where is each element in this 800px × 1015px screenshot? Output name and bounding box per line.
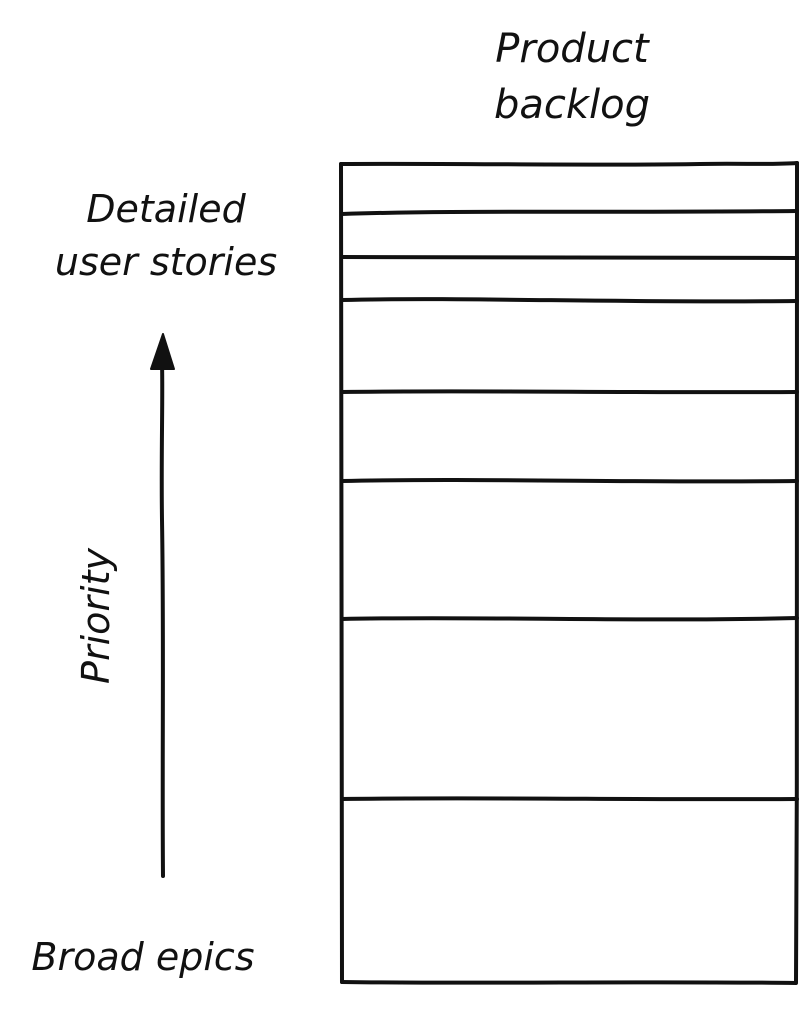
backlog-left-edge <box>339 162 344 984</box>
label-broad-epics: Broad epics <box>31 935 254 979</box>
backlog-row-divider <box>340 297 799 304</box>
backlog-column <box>339 161 799 985</box>
title-product: Product <box>495 26 650 72</box>
priority-arrow-shaft <box>159 360 165 878</box>
title-backlog: backlog <box>494 82 650 128</box>
backlog-row-divider <box>340 254 799 261</box>
backlog-right-edge <box>794 161 799 984</box>
backlog-row-divider <box>340 616 799 622</box>
backlog-top-edge <box>339 161 799 167</box>
backlog-bottom-edge <box>340 980 798 985</box>
label-detailed: Detailed <box>86 187 246 231</box>
label-user-stories: user stories <box>55 240 277 284</box>
priority-arrow-head <box>150 333 175 370</box>
label-priority: Priority <box>74 548 118 684</box>
backlog-row-divider <box>340 478 799 484</box>
backlog-row-divider <box>340 796 799 802</box>
backlog-row-divider <box>340 389 799 395</box>
backlog-row-divider <box>340 209 799 216</box>
